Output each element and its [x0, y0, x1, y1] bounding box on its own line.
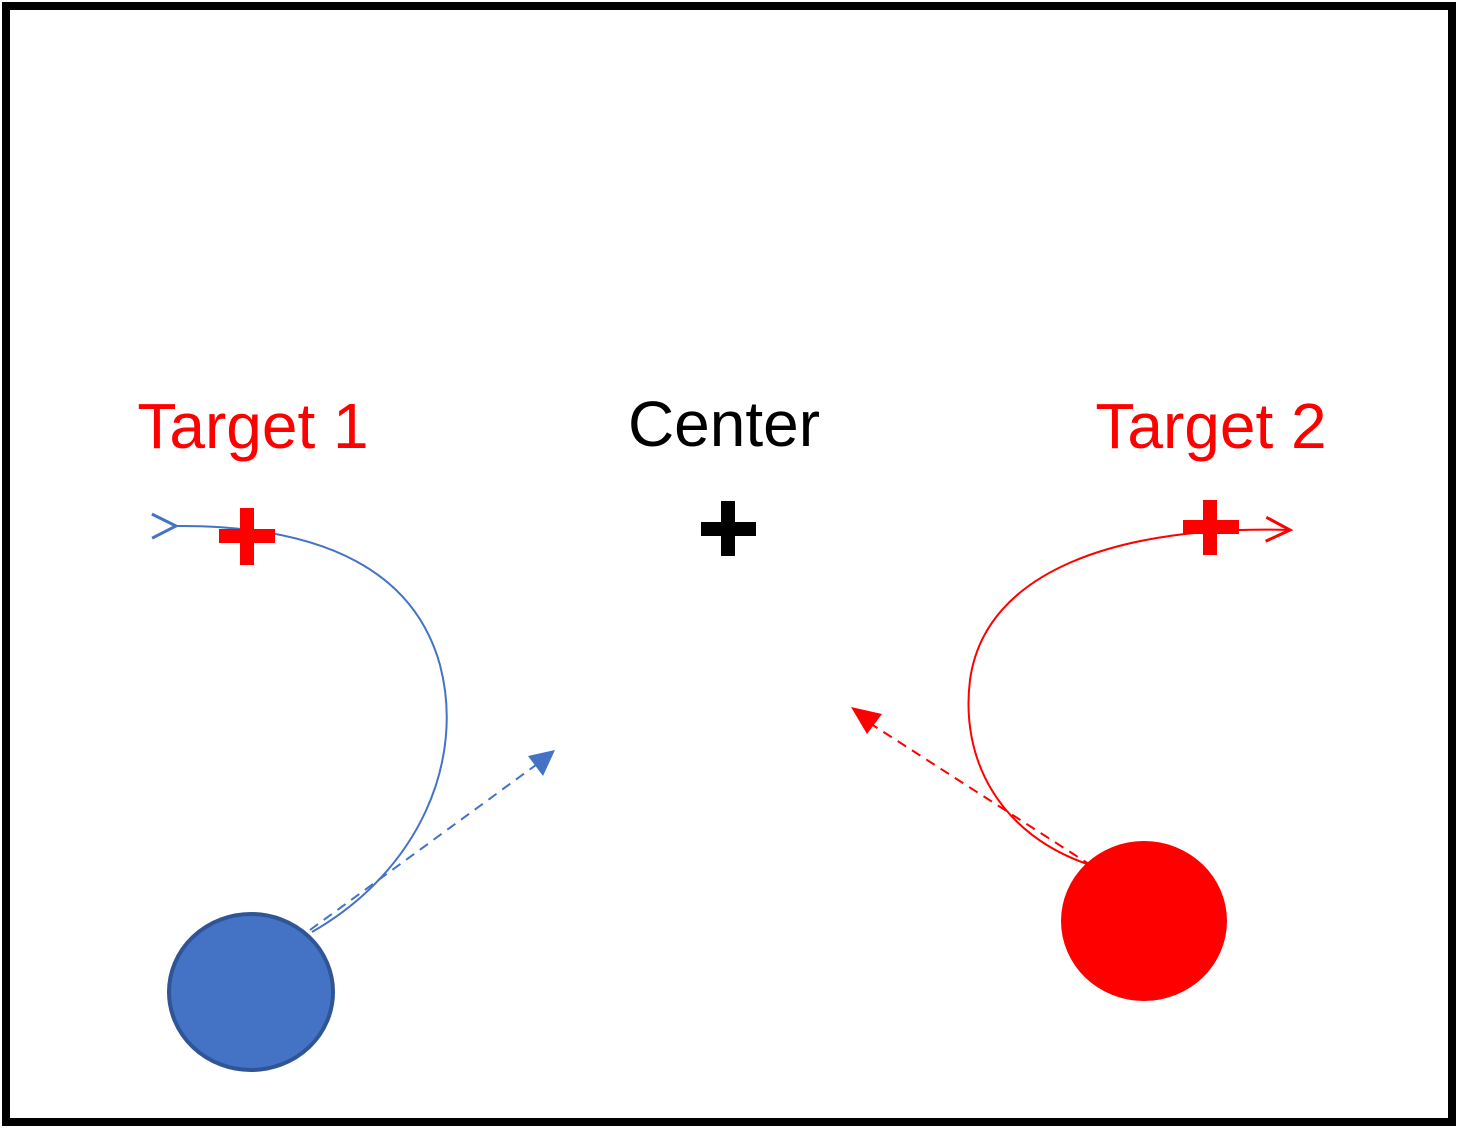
red-dashed-arrowhead	[851, 707, 882, 734]
target1-plus-icon	[219, 508, 275, 565]
red-dashed-trajectory	[867, 721, 1093, 867]
center-plus-icon	[701, 501, 756, 556]
center-label: Center	[628, 388, 820, 460]
blue-dashed-trajectory	[309, 761, 541, 931]
target2-label: Target 2	[1095, 390, 1326, 462]
target1-label: Target 1	[137, 390, 368, 462]
red-curved-trajectory	[967, 530, 1291, 866]
target2-plus-icon	[1183, 500, 1239, 555]
red-ball	[1061, 841, 1227, 1001]
blue-curved-trajectory	[176, 526, 448, 933]
blue-dashed-arrowhead	[528, 750, 555, 776]
blue-ball	[167, 912, 335, 1072]
